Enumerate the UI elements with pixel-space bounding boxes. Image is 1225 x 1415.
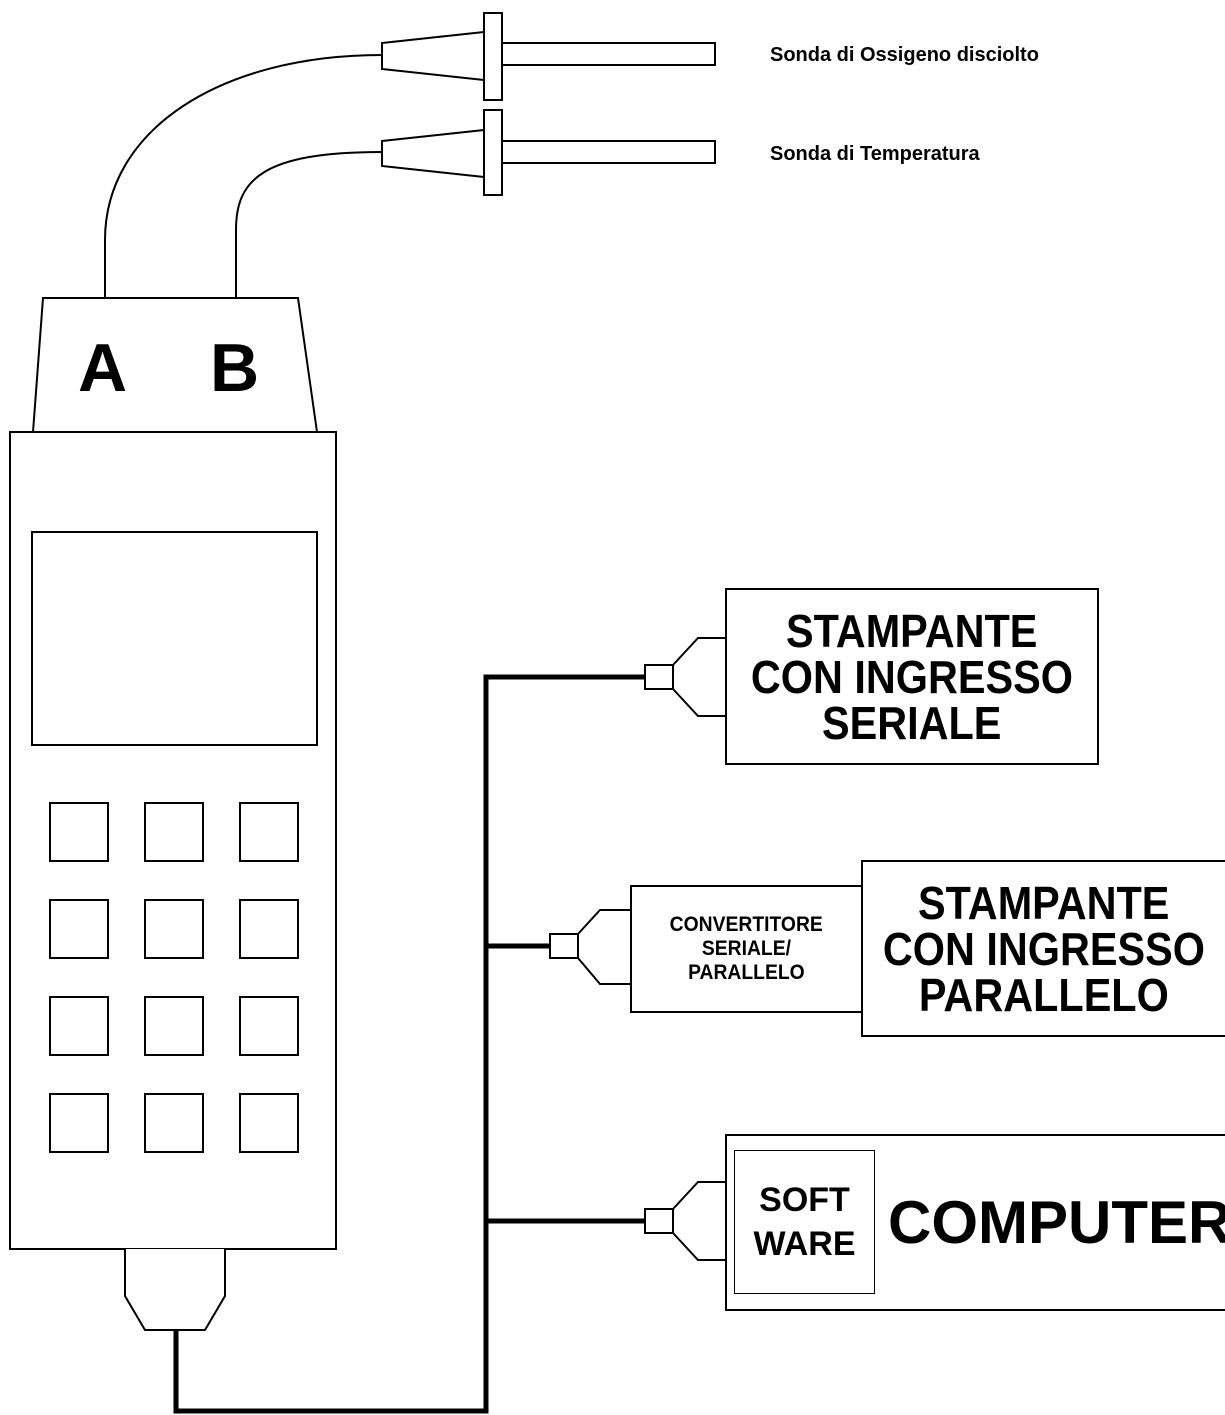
serial-cable <box>173 674 645 1414</box>
oxygen-probe-cable <box>104 54 383 298</box>
computer-plug <box>644 1181 725 1261</box>
converter-line: CONVERTITORE <box>669 912 824 936</box>
converter-box: CONVERTITORE SERIALE/ PARALLELO <box>630 885 863 1013</box>
parallel-printer-line: PARALLELO <box>919 968 1169 1021</box>
serial-printer-plug <box>644 637 725 717</box>
software-line: SOFT <box>759 1180 850 1219</box>
parallel-printer-box: STAMPANTE CON INGRESSO PARALLELO <box>861 860 1225 1037</box>
temperature-probe <box>381 109 716 196</box>
temperature-probe-cable <box>235 151 383 298</box>
parallel-printer-line: CON INGRESSO <box>882 922 1206 975</box>
input-a-label: A <box>78 330 128 406</box>
keypad-key <box>49 1093 109 1153</box>
keypad-key <box>49 899 109 959</box>
serial-printer-line: CON INGRESSO <box>750 650 1074 703</box>
keypad-key <box>239 1093 299 1153</box>
keypad-key <box>144 996 204 1056</box>
keypad-key <box>239 996 299 1056</box>
meter-output-connector <box>124 1249 226 1331</box>
keypad-key <box>144 899 204 959</box>
converter-line: PARALLELO <box>688 961 805 985</box>
software-line: WARE <box>753 1225 856 1263</box>
input-b-label: B <box>210 330 260 406</box>
converter-line: SERIALE/ <box>701 936 792 960</box>
keypad-key <box>239 802 299 862</box>
serial-printer-box: STAMPANTE CON INGRESSO SERIALE <box>725 588 1099 765</box>
keypad-key <box>144 1093 204 1153</box>
serial-printer-line: SERIALE <box>822 696 1002 749</box>
serial-printer-line: STAMPANTE <box>786 604 1038 657</box>
meter-head <box>31 297 319 433</box>
meter-display <box>31 531 318 746</box>
computer-label: COMPUTER <box>888 1189 1225 1256</box>
oxygen-probe-label: Sonda di Ossigeno disciolto <box>770 44 1039 66</box>
oxygen-probe <box>381 12 716 101</box>
keypad-key <box>49 802 109 862</box>
keypad-key <box>144 802 204 862</box>
keypad-key <box>239 899 299 959</box>
software-box: SOFT WARE <box>734 1150 875 1294</box>
temperature-probe-label: Sonda di Temperatura <box>770 143 980 165</box>
parallel-printer-line: STAMPANTE <box>918 876 1170 929</box>
keypad-key <box>49 996 109 1056</box>
converter-plug <box>549 909 630 985</box>
meter-keypad <box>49 802 299 1153</box>
